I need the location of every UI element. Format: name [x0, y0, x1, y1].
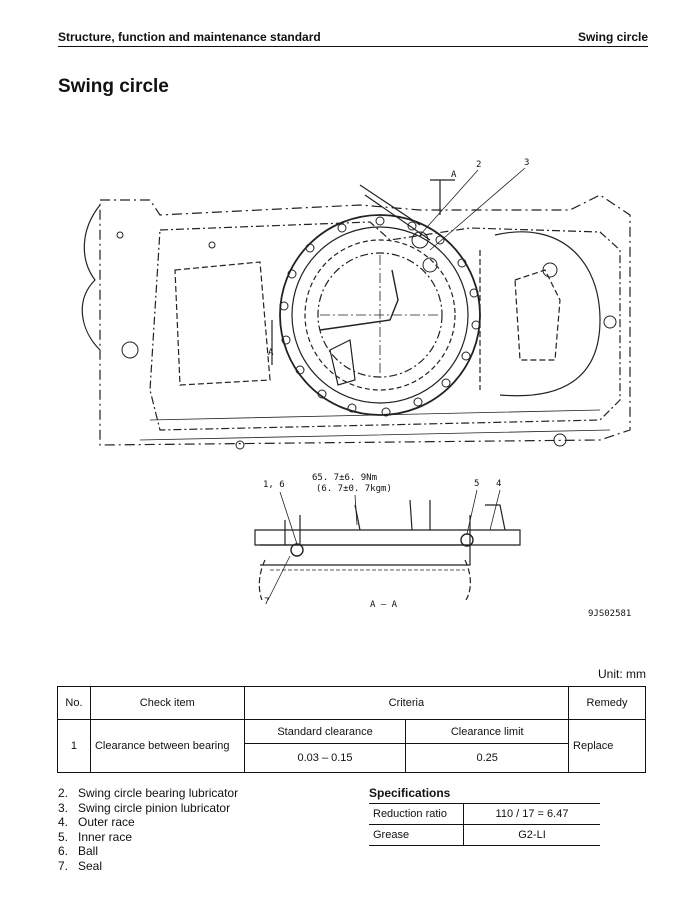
- callout-1-6: 1, 6: [263, 480, 285, 490]
- row-check-item: Clearance between bearing: [89, 719, 245, 773]
- table-row: 0.03 – 0.15 0.25: [58, 743, 646, 773]
- list-item: 7.Seal: [58, 858, 103, 873]
- header-check-item: Check item: [89, 686, 245, 720]
- callout-5: 5: [474, 479, 480, 489]
- spec-value-grease: G2-LI: [463, 824, 600, 846]
- torque-value: 65. 7±6. 9Nm: [312, 473, 378, 483]
- header-page-title: Swing circle: [577, 30, 648, 44]
- row-standard-clearance: 0.03 – 0.15: [243, 743, 407, 773]
- section-marker-left: A: [268, 348, 274, 358]
- table-row: 1 Clearance between bearing Standard cle…: [57, 719, 646, 773]
- callout-7: 7: [264, 597, 270, 607]
- specifications-table: Reduction ratio 110 / 17 = 6.47 Grease G…: [369, 803, 600, 846]
- list-item: 5.Inner race: [58, 829, 133, 844]
- callout-2: 2: [476, 160, 482, 170]
- list-item: 4.Outer race: [58, 815, 135, 829]
- spec-value-reduction-ratio: 110 / 17 = 6.47: [463, 803, 600, 825]
- unit-label: Unit: mm: [598, 667, 646, 681]
- drawing-code: 9JS02581: [588, 609, 632, 619]
- callout-4: 4: [496, 479, 502, 489]
- callout-3: 3: [524, 158, 530, 168]
- row-clearance-limit: 0.25: [405, 743, 570, 773]
- page-title: Swing circle: [58, 76, 169, 97]
- list-item: 2.Swing circle bearing lubricator: [58, 786, 239, 800]
- header-section-title: Structure, function and maintenance stan…: [58, 30, 321, 44]
- criteria-table: No. Check item Criteria Remedy 1 Clearan…: [57, 686, 646, 773]
- header-remedy: Remedy: [568, 686, 646, 720]
- page-header: Structure, function and maintenance stan…: [58, 30, 648, 47]
- header-criteria: Criteria: [243, 686, 570, 720]
- list-item: 6.Ball: [58, 844, 99, 858]
- spec-label-grease: Grease: [369, 824, 464, 846]
- row-no: 1: [57, 719, 91, 773]
- list-item: 3.Swing circle pinion lubricator: [58, 800, 231, 815]
- parts-legend: 2.Swing circle bearing lubricator 3.Swin…: [58, 786, 238, 873]
- spec-label-reduction-ratio: Reduction ratio: [369, 803, 464, 825]
- section-marker-top: A: [451, 170, 457, 180]
- criteria-header-row: No. Check item Criteria Remedy: [57, 686, 646, 720]
- header-no: No.: [57, 686, 91, 720]
- torque-value-kgm: (6. 7±0. 7kgm): [316, 484, 392, 494]
- subheader-standard-clearance: Standard clearance: [243, 719, 407, 744]
- table-row: Reduction ratio 110 / 17 = 6.47: [369, 803, 600, 825]
- row-remedy: Replace: [568, 719, 646, 773]
- table-row: Grease G2-LI: [369, 824, 600, 846]
- subheader-clearance-limit: Clearance limit: [405, 719, 570, 744]
- section-caption: A – A: [370, 600, 398, 610]
- specifications-title: Specifications: [369, 786, 451, 800]
